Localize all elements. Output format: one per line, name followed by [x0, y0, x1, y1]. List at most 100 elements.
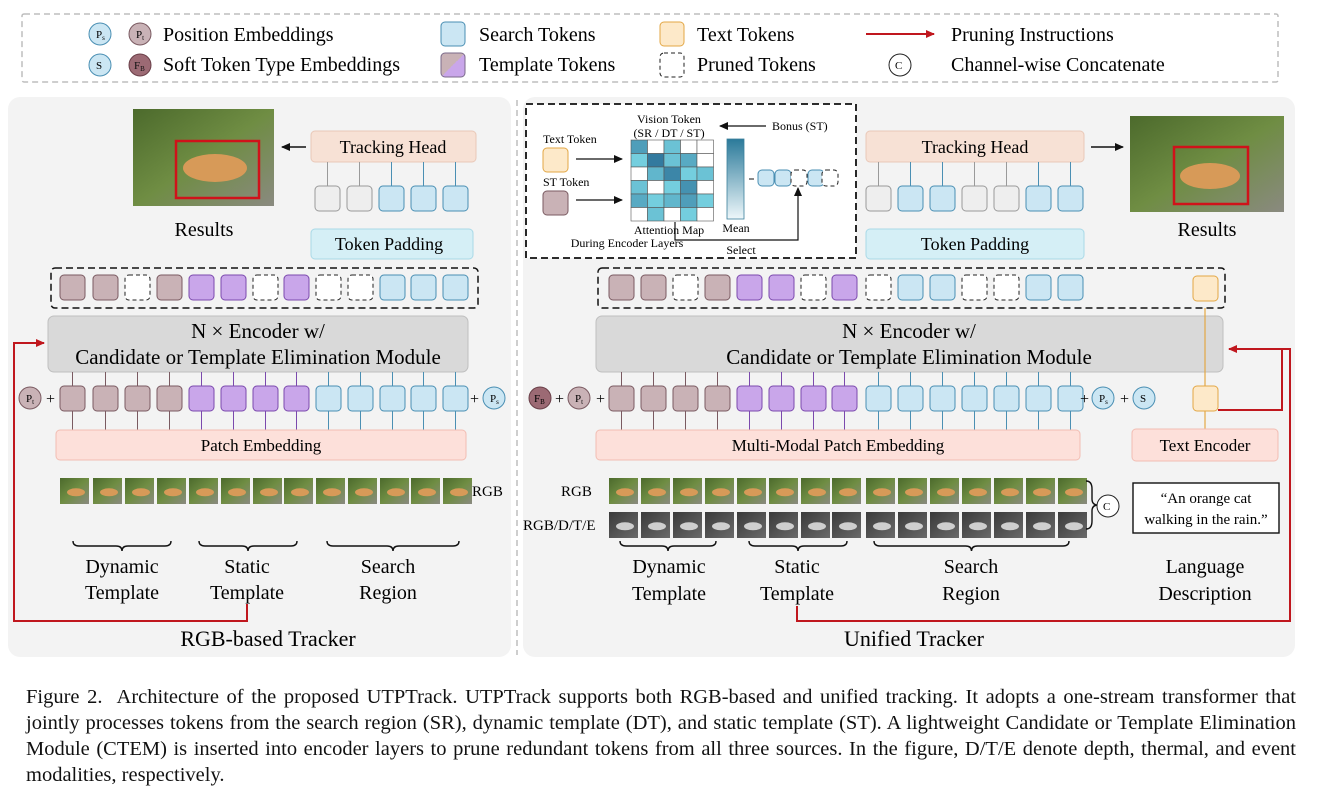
right-bbox: [1172, 145, 1250, 206]
right-rgb-patch-subject: [808, 488, 826, 497]
attention-cell: [663, 166, 681, 181]
left-input-token: [124, 385, 151, 412]
inset-selected-token: [821, 169, 839, 187]
right-token-padding: [865, 228, 1085, 260]
right-static-label-2: Template: [760, 583, 834, 605]
left-output-token: [378, 185, 405, 212]
language-quote-line1: “An orange cat: [1161, 491, 1253, 507]
right-middle-token: [929, 274, 956, 301]
attention-cell: [630, 207, 648, 222]
right-aux-patch-subject: [744, 522, 762, 531]
right-aux-patch-subject: [648, 522, 666, 531]
right-search-label-1: Search: [944, 556, 998, 578]
attention-cell: [696, 193, 714, 208]
left-middle-token: [379, 274, 406, 301]
right-dynamic-label-2: Template: [632, 583, 706, 605]
attention-cell: [630, 139, 648, 154]
legend-search-tokens: Search Tokens: [479, 24, 596, 46]
right-pruned-row-frame: [597, 267, 1226, 309]
right-plus-1: +: [555, 391, 564, 408]
left-search-brace: [326, 540, 460, 552]
right-aux-patch-subject: [680, 522, 698, 531]
right-encoder-line1: N × Encoder w/: [842, 319, 976, 343]
left-input-token: [252, 385, 279, 412]
figure-caption: Figure 2. Architecture of the proposed U…: [26, 684, 1296, 788]
left-rgb-patch-subject: [418, 488, 436, 497]
right-aux-patch-subject: [616, 522, 634, 531]
attention-cell: [663, 153, 681, 168]
attention-cell: [630, 180, 648, 195]
left-tracking-head-label: Tracking Head: [340, 137, 447, 157]
right-output-token: [897, 185, 924, 212]
left-middle-token: [220, 274, 247, 301]
attention-cell: [696, 207, 714, 222]
left-input-token: [188, 385, 215, 412]
attention-cell: [680, 193, 698, 208]
left-plus-2: +: [470, 391, 479, 408]
right-output-token: [1057, 185, 1084, 212]
attention-cell: [696, 139, 714, 154]
right-input-token: [865, 385, 892, 412]
right-text-token-mid: [1192, 275, 1219, 302]
right-output-tokens: [865, 162, 1084, 212]
language-quote-line2: walking in the rain.”: [1144, 512, 1267, 528]
left-middle-token: [59, 274, 86, 301]
inset-vision-token-1: Vision Token: [637, 112, 701, 126]
attention-cell: [630, 153, 648, 168]
left-input-token: [315, 385, 342, 412]
left-tracking-head: [310, 130, 477, 163]
left-middle-token: [347, 274, 374, 301]
right-output-token: [865, 185, 892, 212]
left-output-token: [346, 185, 373, 212]
left-static-brace: [198, 540, 298, 552]
right-aux-patch-subject: [839, 522, 857, 531]
right-dynamic-brace: [619, 540, 717, 552]
left-ps-icon: [482, 386, 506, 410]
right-aux-patch-subject: [905, 522, 923, 531]
left-results-label: Results: [175, 219, 234, 241]
left-middle-token: [124, 274, 151, 301]
right-input-token: [961, 385, 988, 412]
right-input-token: [768, 385, 795, 412]
left-input-token: [59, 385, 86, 412]
right-search-brace: [873, 540, 1070, 552]
left-input-token: [442, 385, 469, 412]
attention-cell: [647, 207, 665, 222]
left-pruned-row-frame: [50, 267, 479, 309]
text-encoder-label: Text Encoder: [1160, 436, 1251, 455]
inset-text-token-label: Text Token: [543, 132, 597, 146]
right-input-token: [831, 385, 858, 412]
pruned-token-swatch: [659, 52, 685, 78]
attention-cell: [663, 207, 681, 222]
right-input-token: [993, 385, 1020, 412]
right-aux-patch-subject: [776, 522, 794, 531]
legend-soft-token-type: Soft Token Type Embeddings: [163, 54, 400, 76]
right-rgbdte-label: RGB/D/T/E: [523, 518, 596, 534]
left-search-label-2: Region: [359, 582, 417, 604]
search-token-swatch: [440, 21, 466, 47]
inset-select-label: Select: [726, 243, 756, 257]
left-rgb-patch-subject: [100, 488, 118, 497]
right-text-pruning-path: [1218, 349, 1283, 411]
right-output-token: [993, 185, 1020, 212]
attention-cell: [680, 153, 698, 168]
right-aux-patch-subject: [1001, 522, 1019, 531]
right-aux-patch-subject: [969, 522, 987, 531]
right-input-token: [704, 385, 731, 412]
left-token-padding: [310, 228, 474, 260]
left-pt-icon: [18, 386, 42, 410]
left-rgb-patch-subject: [164, 488, 182, 497]
right-middle-token: [608, 274, 635, 301]
left-middle-token: [188, 274, 215, 301]
right-input-token: [1025, 385, 1052, 412]
left-plus-1: +: [46, 391, 55, 408]
right-input-tokens: [608, 372, 1084, 455]
left-tracker: Results Tracking Head Token Padding N × …: [13, 109, 506, 651]
inset-selected-token: [757, 169, 775, 187]
legend: Ps Pt Position Embeddings S FB Soft Toke…: [21, 13, 1279, 83]
right-aux-patch-subject: [808, 522, 826, 531]
attention-cell: [696, 180, 714, 195]
inset-attention-grid: [630, 139, 714, 222]
right-pruning-instruction-path: [796, 345, 1291, 622]
attention-cell: [647, 153, 665, 168]
